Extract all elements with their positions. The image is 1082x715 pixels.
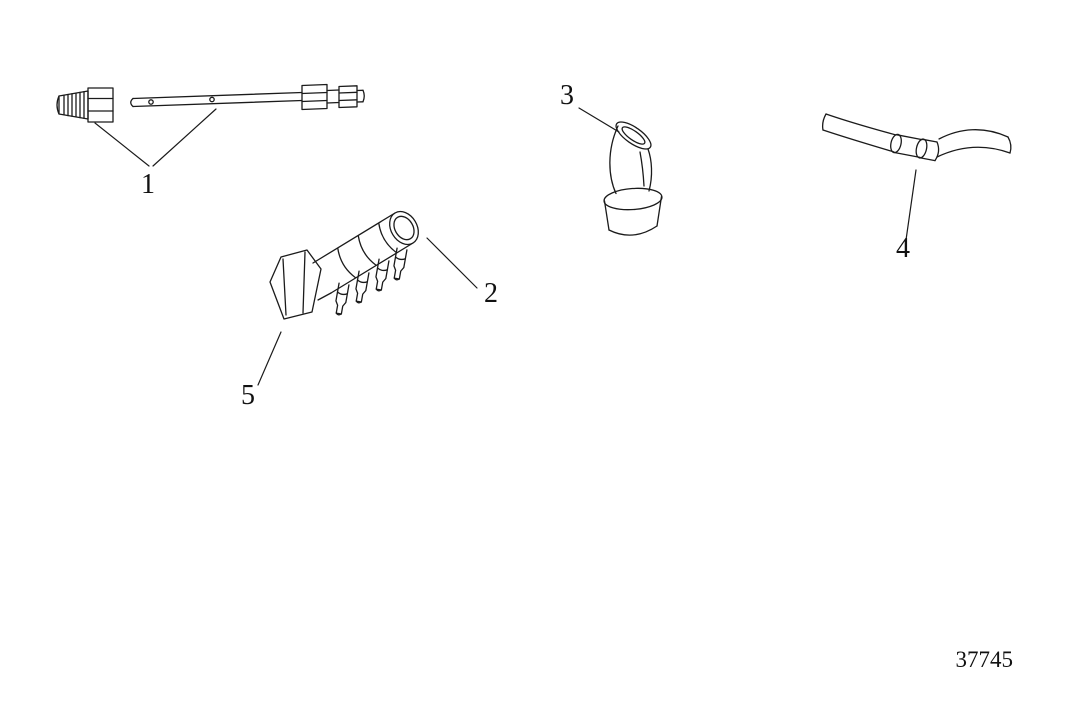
callout-label-2: 2 <box>484 278 498 309</box>
elbow-base-bottom <box>608 225 658 236</box>
part-1-plug-and-tube-assembly <box>56 83 365 123</box>
hose-right-top <box>938 129 1009 140</box>
manifold-ridge <box>337 247 357 279</box>
elbow-tube-right-edge <box>647 148 653 192</box>
barb-outline <box>355 270 370 303</box>
hex-nut-facet <box>302 251 306 314</box>
connector-bottom <box>894 151 921 159</box>
elbow-bend-crease <box>639 151 645 187</box>
tube-neck <box>326 101 340 104</box>
hex-nut-facet <box>282 258 287 316</box>
callout-label-5: 5 <box>241 380 255 411</box>
drawing-number: 37745 <box>956 647 1014 672</box>
connector-collar-ring <box>915 138 928 159</box>
hose-right-cap <box>1007 136 1012 154</box>
manifold-ridge <box>378 222 398 254</box>
manifold-ridge <box>357 235 377 266</box>
plug-hex-head <box>87 87 114 123</box>
manifold-barb <box>355 270 370 304</box>
barb-tip-cap <box>335 312 343 316</box>
collar-end-cap <box>934 141 940 162</box>
collar-bottom <box>919 157 936 162</box>
part-2-manifold-fitting <box>269 210 419 320</box>
manifold-barb <box>375 258 390 292</box>
barb-outline <box>375 258 390 291</box>
hose-left-top <box>825 113 897 136</box>
leader-line-4 <box>905 169 917 241</box>
part-3-elbow-fitting <box>603 121 663 236</box>
hose-left-bottom <box>822 129 895 153</box>
leader-line-1a <box>94 122 150 167</box>
diagram-labels: 1 2 3 4 5 37745 <box>141 80 1013 672</box>
tube-end-fitting <box>338 85 358 109</box>
tube-tip-cap <box>362 89 365 103</box>
hex-nut-collar <box>317 292 332 301</box>
manifold-body-bottom <box>330 242 414 294</box>
leader-lines <box>94 107 917 386</box>
collar-top <box>921 138 938 143</box>
tube-hole <box>209 96 215 103</box>
diagram-artwork <box>56 83 1012 320</box>
part-4-hose-connector <box>821 113 1012 162</box>
barb-tip-cap <box>393 277 401 281</box>
elbow-opening-inner <box>621 126 646 145</box>
manifold-body-top <box>312 212 396 264</box>
tube-neck <box>326 89 340 92</box>
tube-end-facet <box>338 99 358 102</box>
elbow-opening-outer <box>615 121 652 150</box>
connector-front-ring <box>890 133 902 154</box>
elbow-base-top <box>603 187 663 211</box>
barb-tip-cap <box>375 288 383 292</box>
barb-ring <box>376 267 389 272</box>
leader-line-5 <box>257 331 282 386</box>
tube-hex-facet <box>301 99 328 103</box>
hose-right-bottom <box>936 146 1011 158</box>
barb-tip-cap <box>355 300 363 304</box>
manifold-hex-nut <box>269 249 322 320</box>
elbow-tube-left-edge <box>609 125 619 195</box>
barb-outline <box>335 282 350 315</box>
tube-hex-nut <box>301 83 328 111</box>
tube-end-facet <box>338 91 358 94</box>
tube-hole <box>148 99 154 105</box>
callout-label-4: 4 <box>896 233 910 264</box>
callout-label-3: 3 <box>560 80 574 111</box>
manifold-barb <box>335 282 350 316</box>
tube-hex-facet <box>301 91 328 95</box>
hose-left-cap <box>821 113 827 131</box>
leader-line-1b <box>152 108 217 167</box>
tube-end-cap <box>130 97 134 108</box>
manifold-port-inner <box>393 215 415 241</box>
tube-bottom-edge <box>132 99 303 108</box>
barb-ring <box>336 291 349 296</box>
elbow-base-side <box>656 195 663 227</box>
leader-line-2 <box>426 237 478 289</box>
leader-line-3 <box>578 107 620 133</box>
barb-ring <box>394 256 407 261</box>
connector-top <box>896 134 923 141</box>
plug-end-cap <box>56 95 60 115</box>
manifold-barb <box>393 247 408 281</box>
manifold-port-outer <box>389 210 419 246</box>
tube-top-edge <box>132 91 303 100</box>
barb-outline <box>393 247 408 280</box>
barb-ring <box>356 279 369 284</box>
callout-label-1: 1 <box>141 169 155 200</box>
elbow-base-side <box>603 200 610 231</box>
